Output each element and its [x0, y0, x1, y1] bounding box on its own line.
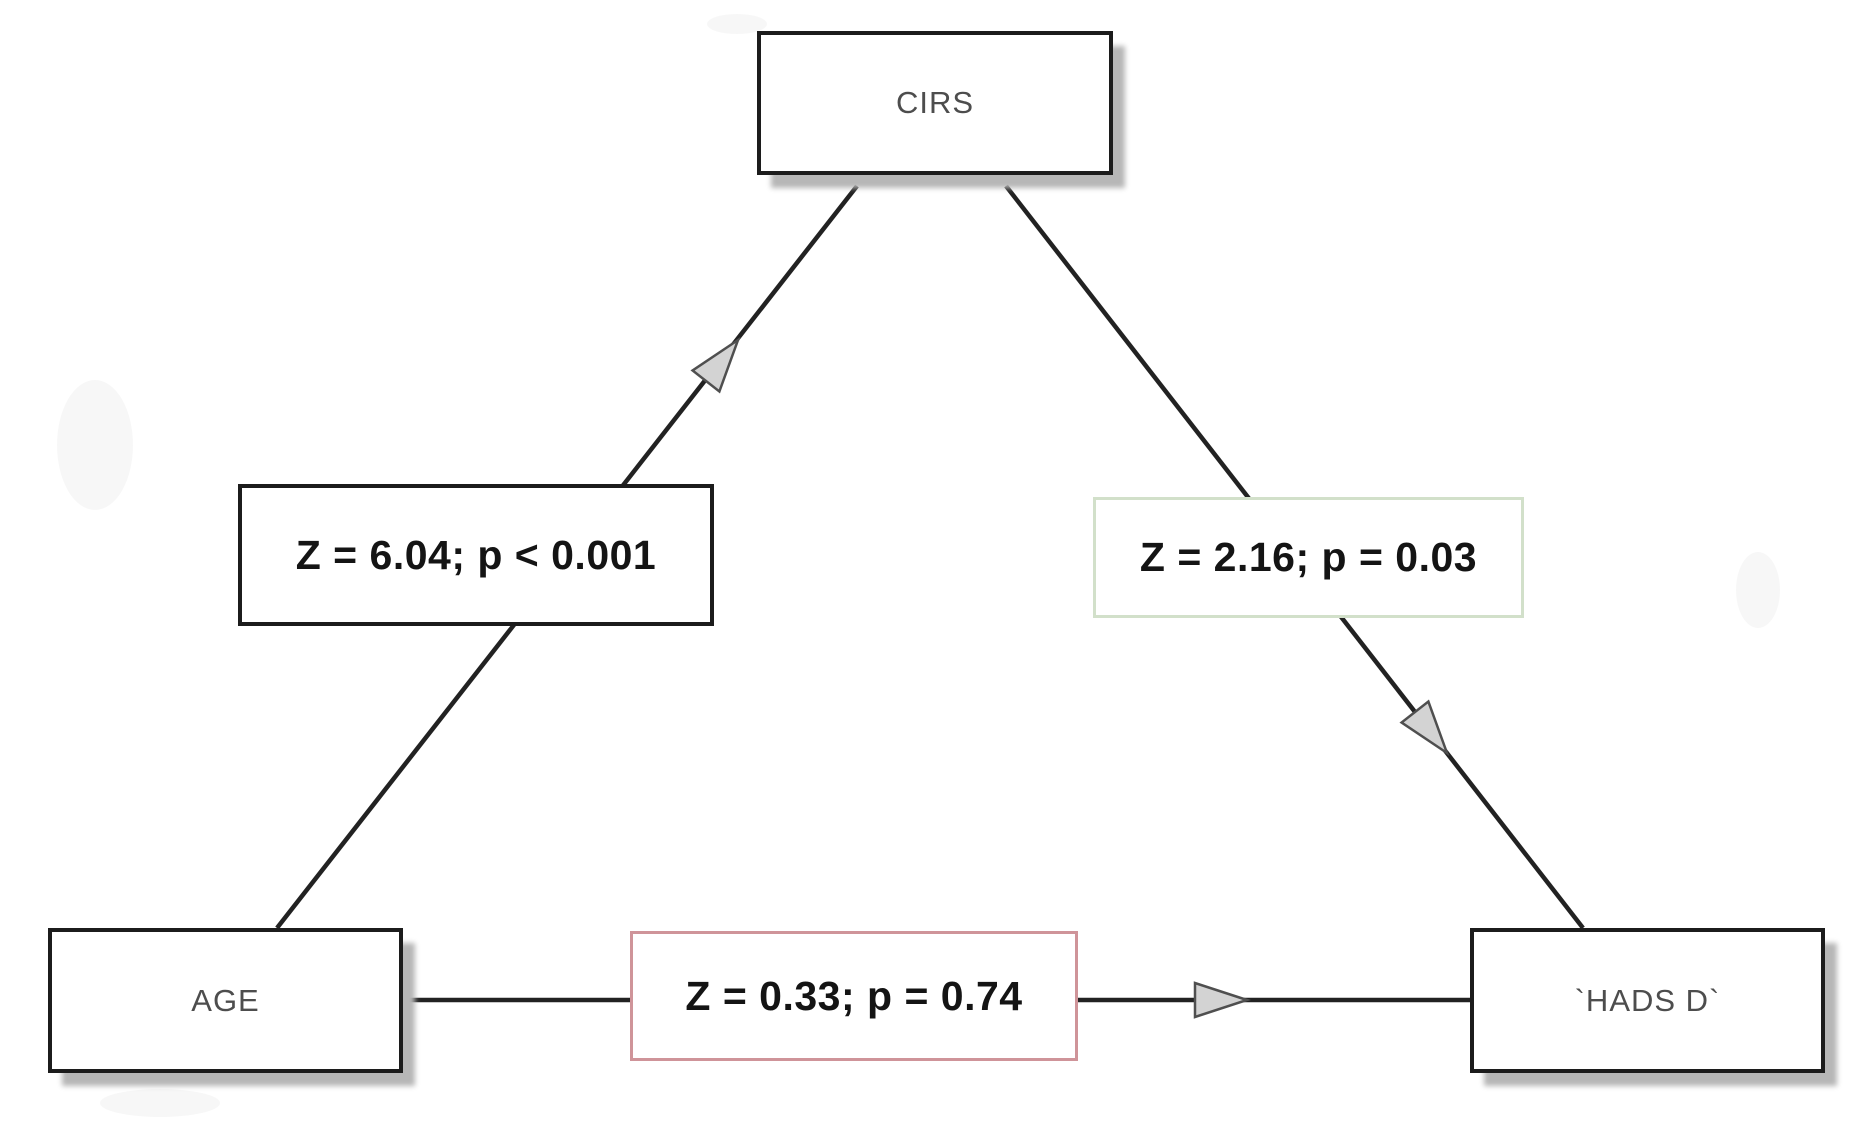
edge-age-to-cirs-arrowhead: [690, 336, 741, 394]
edge-label-age-to-hads-d-text: Z = 0.33; p = 0.74: [685, 972, 1023, 1019]
node-age-label: AGE: [191, 982, 260, 1018]
node-hads-d: `HADS D`: [1470, 928, 1825, 1073]
node-hads-d-label: `HADS D`: [1574, 982, 1721, 1018]
node-age: AGE: [48, 928, 403, 1073]
node-cirs-label: CIRS: [895, 85, 975, 120]
edge-cirs-to-hads-arrowhead: [1399, 699, 1450, 757]
edge-label-age-to-hads-d: Z = 0.33; p = 0.74: [630, 931, 1078, 1061]
edge-label-cirs-to-hads-d-text: Z = 2.16; p = 0.03: [1139, 534, 1478, 580]
edge-label-cirs-to-hads-d: Z = 2.16; p = 0.03: [1093, 497, 1524, 618]
node-cirs: CIRS: [757, 31, 1113, 175]
edge-label-age-to-cirs: Z = 6.04; p < 0.001: [238, 484, 714, 626]
edge-age-to-hads-arrowhead: [1193, 981, 1252, 1019]
edge-label-age-to-cirs-text: Z = 6.04; p < 0.001: [295, 531, 657, 578]
